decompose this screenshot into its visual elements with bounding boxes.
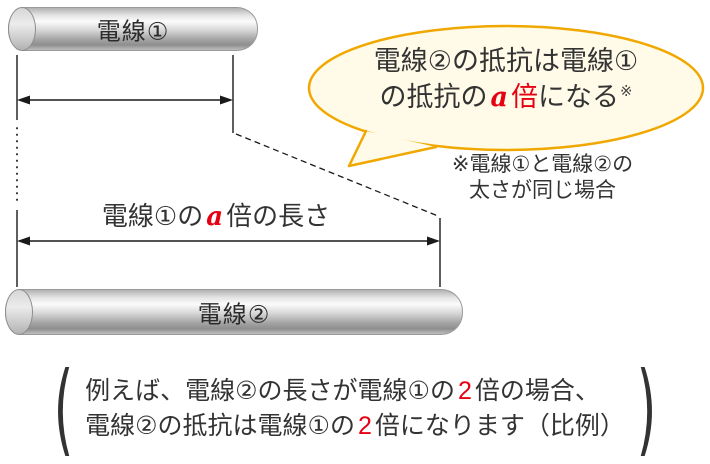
reference-mark: ※ (620, 83, 633, 100)
example-line2-number: 2 (357, 412, 372, 440)
close-paren: ) (636, 350, 657, 464)
length-variable-a: a (206, 202, 224, 232)
length-label-pre: 電線①の (101, 201, 204, 231)
wire1-end-cap (8, 7, 36, 51)
wire2-cylinder: 電線② (5, 289, 463, 335)
example-line1-pre: 例えば、電線②の長さが電線①の (85, 377, 455, 405)
wire1-label: 電線① (96, 18, 170, 46)
footnote-line1: ※電線①と電線②の (451, 153, 634, 176)
arrowhead-right-icon (220, 95, 233, 105)
bubble-variable-a: a (490, 81, 509, 113)
example-line2-pre: 電線②の抵抗は電線①の (85, 412, 355, 440)
bubble-line2-pre: の抵抗の (379, 81, 488, 112)
arrowhead-right-icon (427, 236, 440, 246)
open-paren: ( (53, 350, 74, 464)
footnote: ※電線①と電線②の 太さが同じ場合 (385, 152, 700, 205)
speech-bubble-tail (347, 129, 438, 168)
example-line1-post: 倍の場合、 (474, 377, 600, 405)
arrowhead-left-icon (17, 236, 30, 246)
wire1-cylinder: 電線① (8, 7, 258, 51)
speech-bubble (307, 24, 705, 152)
example-line2-post: 倍になります（比例） (374, 412, 625, 440)
bubble-line2-post: になる (538, 81, 620, 112)
footnote-line2: 太さが同じ場合 (469, 179, 616, 203)
wire2-label: 電線② (197, 301, 271, 329)
arrowhead-left-icon (17, 95, 30, 105)
dashed-projection-line (235, 133, 439, 217)
wire2-end-cap (5, 289, 33, 335)
example-line1-number: 2 (457, 377, 472, 405)
bubble-times-unit: 倍 (511, 81, 539, 112)
bubble-line1: 電線②の抵抗は電線① (373, 46, 639, 76)
length-label-post: 倍の長さ (226, 201, 331, 231)
